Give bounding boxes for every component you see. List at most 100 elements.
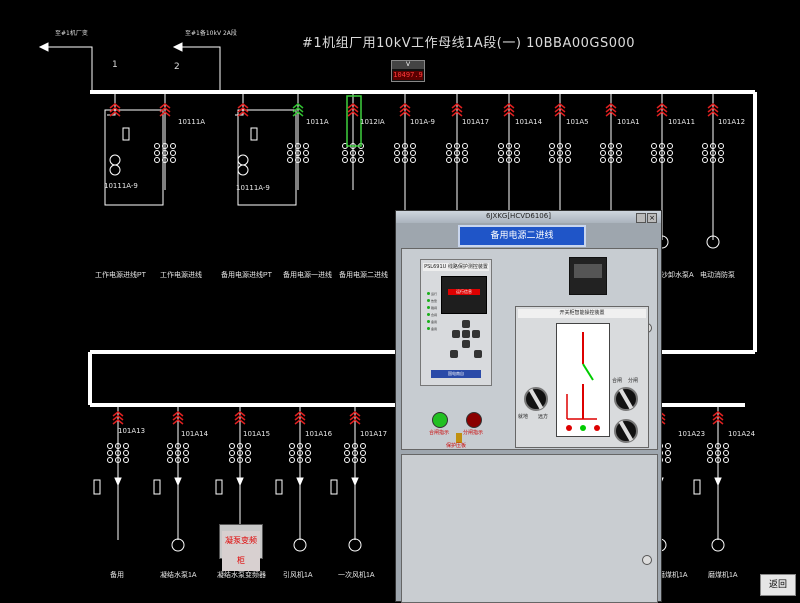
arrow-right-key[interactable] bbox=[472, 330, 480, 338]
vfd-cabinet-button[interactable]: 凝泵变频柜 bbox=[219, 524, 263, 571]
bay-id[interactable]: 101A14 bbox=[515, 118, 543, 126]
minimize-button[interactable] bbox=[636, 213, 646, 223]
switchgear-symbol bbox=[153, 405, 189, 552]
cabinet-header: 备用电源二进线 bbox=[458, 225, 586, 247]
return-button[interactable]: 返回 bbox=[760, 574, 796, 596]
bay-name: 备用电源进线PT bbox=[221, 272, 272, 279]
bay-name: 沙卸水泵A bbox=[661, 272, 694, 279]
bay-name: 备用电源一进线 bbox=[283, 272, 332, 279]
switchgear-symbol bbox=[154, 92, 176, 190]
voltmeter-value: 10497.9 bbox=[393, 71, 423, 80]
switchgear-symbol bbox=[394, 92, 416, 240]
switchgear-symbol bbox=[330, 405, 366, 552]
vfd-cabinet-label: 凝泵变频柜 bbox=[222, 531, 260, 571]
led-indicator: 运行 bbox=[427, 280, 441, 296]
bay-id[interactable]: 10111A bbox=[178, 118, 206, 126]
bay-name: 凝结水泵变频器 bbox=[217, 572, 266, 579]
relay-keypad[interactable] bbox=[446, 320, 486, 360]
section-number-2: 2 bbox=[174, 62, 180, 72]
bay-id[interactable]: 101A16 bbox=[305, 430, 333, 438]
bay-id[interactable]: 101A17 bbox=[462, 118, 490, 126]
bay-id[interactable]: 101A23 bbox=[678, 430, 706, 438]
bay-id[interactable]: 101A-9 bbox=[410, 118, 435, 126]
bay-id[interactable]: 10111A-9 bbox=[104, 182, 138, 190]
relay-screen-text: 运行信息 bbox=[448, 289, 480, 295]
bay-id[interactable]: 101A17 bbox=[360, 430, 388, 438]
bay-name: 磨煤机1A bbox=[658, 572, 688, 579]
pt-symbol bbox=[235, 92, 258, 176]
bay-id[interactable]: 101A11 bbox=[668, 118, 696, 126]
bay-name: 备用 bbox=[110, 572, 124, 579]
multimeter-display bbox=[569, 257, 607, 295]
switchgear-symbol bbox=[287, 92, 309, 190]
button-label: 分闸指示 bbox=[463, 430, 484, 436]
arrow-down-key[interactable] bbox=[462, 340, 470, 348]
open-close-knob[interactable] bbox=[614, 387, 638, 411]
led-indicator: 告警 bbox=[427, 287, 441, 303]
arrow-up-key[interactable] bbox=[462, 320, 470, 328]
reset-key[interactable] bbox=[474, 350, 482, 358]
bay-id[interactable]: 10111A-9 bbox=[236, 184, 270, 192]
switch-control-panel: 开关柜智能操控装置 就地 远方 合闸 分闸 bbox=[515, 306, 649, 448]
bus-voltmeter: V 10497.9 bbox=[391, 60, 425, 82]
cabinet-popup: 6JXKG[HCVD6106] × 备用电源二进线 PSL691U 线路保护测控… bbox=[395, 210, 662, 603]
hinge-icon bbox=[642, 555, 652, 565]
charge-knob[interactable] bbox=[614, 419, 638, 443]
cabinet-lower-door bbox=[401, 454, 658, 603]
bay-id[interactable]: 1012IA bbox=[360, 118, 385, 126]
relay-brand: 国电南自 bbox=[431, 370, 481, 378]
button-label: 合闸指示 bbox=[429, 430, 450, 436]
switchgear-symbol bbox=[215, 405, 251, 552]
knob-label: 远方 bbox=[538, 414, 549, 420]
popup-title: 6JXKG[HCVD6106] bbox=[486, 212, 551, 220]
bay-id[interactable]: 101A5 bbox=[566, 118, 589, 126]
open-indicator-button[interactable] bbox=[466, 412, 482, 428]
protection-relay[interactable]: PSL691U 线路保护测控装置 运行 告警 跳闸 合闸 备用 备用 运行信息 … bbox=[420, 259, 492, 386]
esc-key[interactable] bbox=[450, 350, 458, 358]
bay-id[interactable]: 101A12 bbox=[718, 118, 746, 126]
bay-name: 凝结水泵1A bbox=[160, 572, 197, 579]
bay-name: 引风机1A bbox=[283, 572, 313, 579]
incoming-arrow-label-2: 至#1备10kV 2A段 bbox=[185, 30, 237, 37]
bay-name: 工作电源进线 bbox=[160, 272, 202, 279]
section-number-1: 1 bbox=[112, 60, 118, 70]
switchgear-symbol bbox=[275, 405, 311, 552]
bay-id[interactable]: 1011A bbox=[306, 118, 329, 126]
switchgear-symbol bbox=[93, 405, 129, 540]
button-label: 保护压板 bbox=[446, 443, 467, 449]
switchgear-symbol bbox=[651, 92, 673, 240]
switchgear-symbol bbox=[702, 92, 724, 240]
protection-link-icon[interactable] bbox=[456, 433, 462, 443]
popup-titlebar[interactable]: 6JXKG[HCVD6106] × bbox=[396, 211, 661, 223]
knob-label: 分闸 bbox=[628, 378, 639, 384]
switchgear-symbol bbox=[342, 92, 364, 190]
bay-name: 电动消防泵 bbox=[700, 272, 735, 279]
bay-name: 一次风机1A bbox=[338, 572, 375, 579]
bay-id[interactable]: 101A24 bbox=[728, 430, 756, 438]
knob-label: 合闸 bbox=[612, 378, 623, 384]
relay-screen: 运行信息 bbox=[441, 276, 487, 314]
incoming-arrow-label-1: 至#1机厂变 bbox=[55, 30, 88, 37]
led-indicator: 备用 bbox=[427, 315, 441, 331]
enter-key[interactable] bbox=[462, 330, 470, 338]
bay-id[interactable]: 101A13 bbox=[118, 427, 146, 435]
arrow-left-key[interactable] bbox=[452, 330, 460, 338]
bay-name: 磨煤机1A bbox=[708, 572, 738, 579]
switch-panel-title: 开关柜智能操控装置 bbox=[518, 309, 646, 318]
bay-id[interactable]: 101A15 bbox=[243, 430, 271, 438]
page-title: #1机组厂用10kV工作母线1A段(一) 10BBA00GS000 bbox=[302, 36, 636, 51]
close-indicator-button[interactable] bbox=[432, 412, 448, 428]
voltmeter-unit: V bbox=[392, 61, 424, 69]
pt-symbol bbox=[107, 92, 130, 176]
close-button[interactable]: × bbox=[647, 213, 657, 223]
bay-name: 备用电源二进线 bbox=[339, 272, 388, 279]
bay-id[interactable]: 101A1 bbox=[617, 118, 640, 126]
cabinet-upper-door: PSL691U 线路保护测控装置 运行 告警 跳闸 合闸 备用 备用 运行信息 … bbox=[401, 248, 658, 450]
led-indicator: 合闸 bbox=[427, 301, 441, 317]
knob-label: 就地 bbox=[518, 414, 529, 420]
switch-mimic-diagram bbox=[556, 323, 610, 437]
bay-name: 工作电源进线PT bbox=[95, 272, 146, 279]
bay-id[interactable]: 101A14 bbox=[181, 430, 209, 438]
led-indicator: 跳闸 bbox=[427, 294, 441, 310]
local-remote-knob[interactable] bbox=[524, 387, 548, 411]
